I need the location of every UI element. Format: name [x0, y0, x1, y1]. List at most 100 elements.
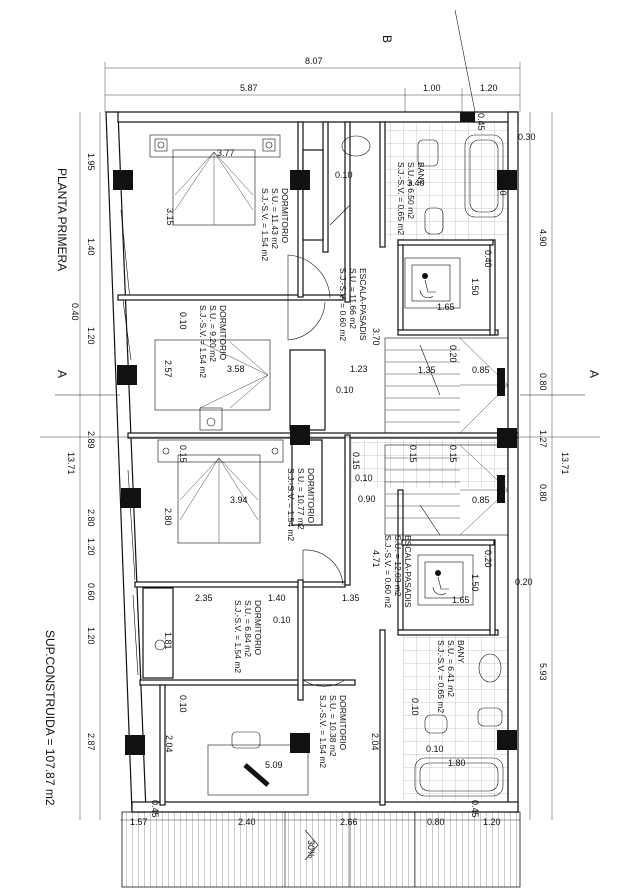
svg-text:S.U. = 11.43 m2: S.U. = 11.43 m2 — [270, 188, 280, 249]
bed-2 — [154, 339, 271, 431]
svg-text:S.J.-S.V. = 0.60 m2: S.J.-S.V. = 0.60 m2 — [338, 268, 348, 341]
plan-title: PLANTA PRIMERA — [55, 168, 69, 271]
dim-0-40: 0.40 — [483, 250, 493, 268]
dim-left-6: 0.60 — [86, 583, 96, 601]
svg-text:ESCALA-PASADIS: ESCALA-PASADIS — [403, 535, 413, 608]
bed-1 — [149, 134, 281, 226]
bathroom-top-floor — [385, 122, 508, 240]
svg-text:ESCALA-PASADIS: ESCALA-PASADIS — [358, 268, 368, 341]
dim-4-71: 4.71 — [371, 550, 381, 568]
svg-text:S.U. = 6.50 m2: S.U. = 6.50 m2 — [406, 162, 416, 219]
dim-right-4: 5.93 — [538, 663, 548, 681]
dim-1-50-b: 1.50 — [470, 574, 480, 592]
svg-text:S.J.-S.V. = 1.54 m2: S.J.-S.V. = 1.54 m2 — [260, 188, 270, 261]
room-labels: DORMITORIO S.U. = 11.43 m2 S.J.-S.V. = 1… — [198, 162, 466, 768]
left-facade-wall — [105, 111, 147, 813]
dim-bottom-1: 2.40 — [238, 817, 256, 827]
dim-left-4: 2.80 — [86, 509, 96, 527]
right-facade-wall — [507, 111, 519, 813]
dim-3-58: 3.58 — [227, 364, 245, 374]
dim-left-total: 13.71 — [66, 452, 76, 475]
dim-0-20-b: 0.20 — [483, 550, 493, 568]
staircase-top — [384, 337, 509, 434]
dim-0-15-b: 0.15 — [351, 452, 361, 470]
dim-right-total: 13.71 — [560, 452, 570, 475]
dim-0-85-a: 0.85 — [472, 365, 490, 375]
room-label-dormitorio-3: DORMITORIO S.U. = 10.77 m2 S.J.-S.V. = 1… — [286, 468, 316, 541]
dim-0-10-c: 0.10 — [336, 385, 354, 395]
roof-slope-label: 30% — [306, 840, 316, 858]
dim-right-0: 4.90 — [538, 229, 548, 247]
dim-right-2: 1.27 — [538, 430, 548, 448]
dim-left-3: 2.89 — [86, 431, 96, 449]
interior-dimensions: 3.77 3.15 0.10 0.10 2.57 3.58 0.10 1.23 … — [150, 113, 536, 818]
bathtub-bottom — [414, 757, 504, 797]
room-label-dormitorio-4: DORMITORIO S.U. = 6.84 m2 S.J.-S.V. = 1.… — [233, 600, 263, 673]
dim-0-15-d: 0.15 — [448, 445, 458, 463]
dim-2-35: 2.35 — [195, 593, 213, 603]
dim-top-right: 1.20 — [480, 83, 498, 93]
svg-text:S.U. = 6.84 m2: S.U. = 6.84 m2 — [243, 600, 253, 657]
svg-text:S.J.-S.V. = 1.54 m2: S.J.-S.V. = 1.54 m2 — [198, 305, 208, 378]
dim-3-15: 3.15 — [165, 208, 175, 226]
room-label-escala-1: ESCALA-PASADIS S.U. = 11.66 m2 S.J.-S.V.… — [338, 268, 368, 341]
dim-bottom-3: 0.80 — [427, 817, 445, 827]
dim-top-left: 5.87 — [240, 83, 258, 93]
svg-text:BANY: BANY — [416, 162, 426, 185]
svg-text:S.U. = 10.38 m2: S.U. = 10.38 m2 — [328, 695, 338, 757]
toilet-bottom — [424, 714, 448, 734]
room-label-dormitorio-5: DORMITORIO S.U. = 10.38 m2 S.J.-S.V. = 1… — [318, 695, 348, 768]
bottom-facade-wall — [131, 801, 519, 813]
bidet-bottom — [477, 707, 503, 727]
elevator-bottom — [417, 554, 474, 606]
dim-0-20-c: 0.20 — [515, 577, 533, 587]
desk — [154, 639, 309, 796]
dim-3-70: 3.70 — [371, 328, 381, 346]
svg-text:S.J.-S.V. = 0.60 m2: S.J.-S.V. = 0.60 m2 — [383, 535, 393, 608]
room-label-dormitorio-2: DORMITORIO S.U. = 9.20 m2 S.J.-S.V. = 1.… — [198, 305, 228, 378]
room-label-bany-1: BANY S.U. = 6.50 m2 S.J.-S.V. = 0.65 m2 — [396, 162, 426, 235]
dim-0-10-h: 0.10 — [410, 698, 420, 716]
dim-1-81: 1.81 — [163, 632, 173, 650]
dim-1-35: 1.35 — [342, 593, 360, 603]
dim-3-77: 3.77 — [217, 148, 235, 158]
section-mark-a-left: A — [55, 370, 69, 378]
sink-bottom — [478, 653, 502, 683]
svg-text:S.J.-S.V. = 1.54 m2: S.J.-S.V. = 1.54 m2 — [318, 695, 328, 768]
svg-text:DORMITORIO: DORMITORIO — [338, 695, 348, 750]
dim-bottom-0: 1.57 — [130, 817, 148, 827]
dim-3-40: 3.40 — [407, 178, 425, 188]
svg-text:DORMITORIO: DORMITORIO — [218, 305, 228, 360]
bathroom-fixtures-bottom — [414, 653, 504, 797]
svg-text:S.U. = 9.20 m2: S.U. = 9.20 m2 — [208, 305, 218, 362]
dim-1-23: 1.23 — [350, 364, 368, 374]
dim-2-57: 2.57 — [163, 360, 173, 378]
dim-top-mid: 1.00 — [423, 83, 441, 93]
dim-1-80: 1.80 — [448, 758, 466, 768]
dim-left-0: 1.95 — [86, 153, 96, 171]
svg-text:S.U. = 12.03 m2: S.U. = 12.03 m2 — [393, 535, 403, 597]
columns — [113, 112, 517, 755]
doors — [287, 204, 351, 687]
dim-1-40: 1.40 — [268, 593, 286, 603]
dim-left-5: 1.20 — [86, 538, 96, 556]
svg-text:S.U. = 6.41 m2: S.U. = 6.41 m2 — [446, 640, 456, 697]
dim-2-04-b: 2.04 — [370, 733, 380, 751]
toilet-top — [417, 139, 439, 167]
svg-text:BANY: BANY — [456, 640, 466, 663]
dim-0-90: 0.90 — [358, 494, 376, 504]
svg-text:S.J.-S.V. = 0.65 m2: S.J.-S.V. = 0.65 m2 — [436, 640, 446, 713]
dim-0-85-b: 0.85 — [472, 495, 490, 505]
dim-0-20-a: 0.20 — [448, 345, 458, 363]
dim-1-65-a: 1.65 — [437, 302, 455, 312]
dim-0-10-b: 0.10 — [178, 312, 188, 330]
dim-bottom-2: 2.66 — [340, 817, 358, 827]
dim-2-80: 2.80 — [163, 508, 173, 526]
bidet-top — [424, 207, 444, 235]
svg-text:DORMITORIO: DORMITORIO — [253, 600, 263, 655]
elevator-top — [404, 257, 461, 309]
dim-0-15-c: 0.15 — [408, 445, 418, 463]
dim-1-35-b: 1.35 — [418, 365, 436, 375]
dim-left-7: 1.20 — [86, 627, 96, 645]
